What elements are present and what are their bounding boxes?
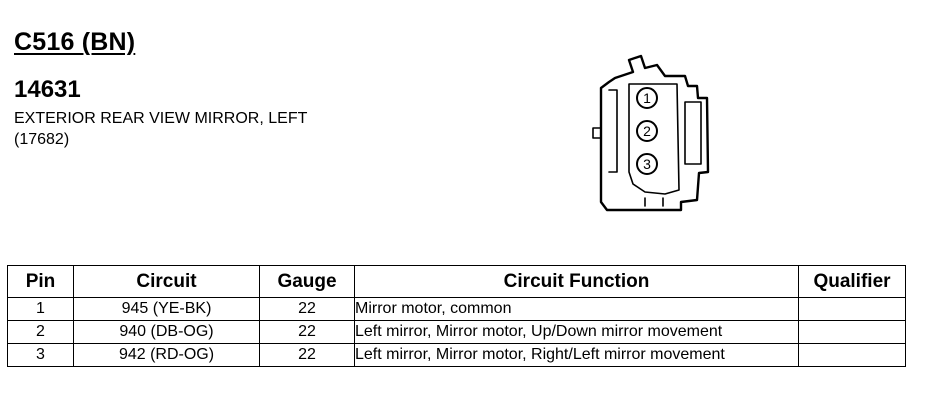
header-qualifier: Qualifier [798,265,906,298]
table-row: 2 940 (DB-OG) 22 Left mirror, Mirror mot… [7,320,906,344]
cell-circuit: 945 (YE-BK) [73,297,260,321]
cell-circuit: 940 (DB-OG) [73,320,260,344]
connector-inner-wall [628,83,680,195]
connector-lock-tab [608,89,618,173]
cell-circuit-function: Left mirror, Mirror motor, Up/Down mirro… [354,320,799,344]
connector-lock-notch [592,127,602,139]
table-row: 1 945 (YE-BK) 22 Mirror motor, common [7,297,906,321]
cell-circuit-function: Left mirror, Mirror motor, Right/Left mi… [354,343,799,367]
pinout-table: Pin Circuit Gauge Circuit Function Quali… [7,265,906,367]
description-text: EXTERIOR REAR VIEW MIRROR, LEFT [14,110,308,127]
connector-bottom-latch [644,197,664,207]
table-header-row: Pin Circuit Gauge Circuit Function Quali… [7,265,906,298]
cell-qualifier [798,343,906,367]
connector-housing-outline [599,54,710,212]
pin-label-3: 3 [643,156,651,172]
description-sub-code: (17682) [14,131,70,148]
part-number: 14631 [14,76,81,103]
pin-cavity-1 [636,87,658,109]
header-circuit: Circuit [73,265,260,298]
cell-circuit-function: Mirror motor, common [354,297,799,321]
connector-right-key [684,101,702,165]
header-pin: Pin [7,265,74,298]
cell-qualifier [798,297,906,321]
pin-label-2: 2 [643,123,651,139]
cell-pin: 1 [7,297,74,321]
pin-cavity-3 [636,153,658,175]
header-gauge: Gauge [259,265,355,298]
cell-pin: 2 [7,320,74,344]
table-row: 3 942 (RD-OG) 22 Left mirror, Mirror mot… [7,343,906,367]
pin-cavity-2 [636,120,658,142]
connector-description: EXTERIOR REAR VIEW MIRROR, LEFT (17682) [14,108,307,150]
connector-id: C516 (BN) [14,28,136,56]
header-circuit-function: Circuit Function [354,265,799,298]
cell-gauge: 22 [259,320,355,344]
cell-pin: 3 [7,343,74,367]
pin-label-1: 1 [643,90,651,106]
cell-gauge: 22 [259,343,355,367]
cell-gauge: 22 [259,297,355,321]
cell-qualifier [798,320,906,344]
connector-face-diagram: 1 2 3 [592,54,710,212]
cell-circuit: 942 (RD-OG) [73,343,260,367]
